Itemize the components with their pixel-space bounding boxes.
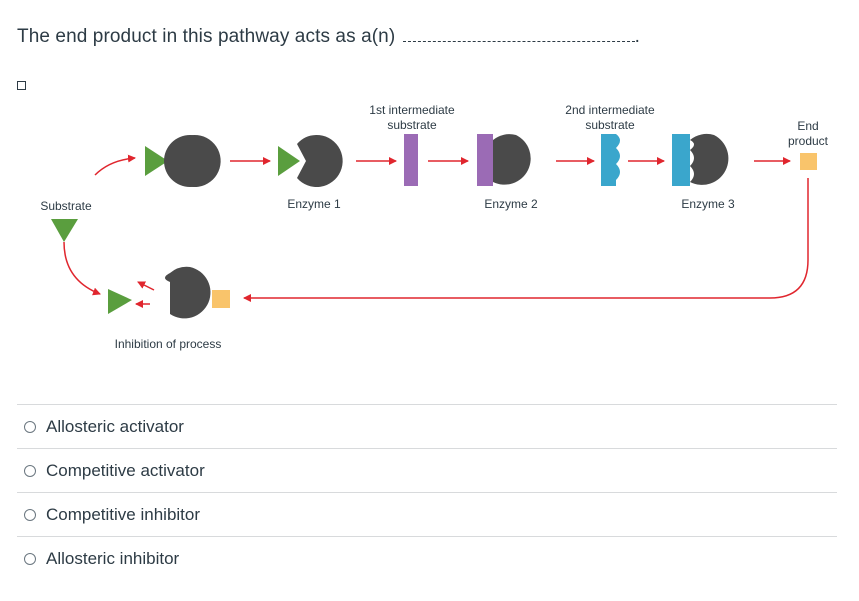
radio-button[interactable] <box>24 552 36 565</box>
substrate-label: Substrate <box>40 199 92 213</box>
intermediate1-label-line1: 1st intermediate <box>369 103 455 117</box>
flag-checkbox[interactable] <box>17 81 26 90</box>
end-product-label-line2: product <box>788 134 829 148</box>
question-prompt: The end product in this pathway acts as … <box>17 26 396 47</box>
pathway-diagram: Substrate Enzyme 1 Enzyme 2 Enzyme 3 1st… <box>40 103 829 351</box>
end-product-bound <box>212 290 230 308</box>
intermediate1-rect <box>404 134 418 186</box>
enzyme2 <box>493 134 531 185</box>
answer-label: Allosteric activator <box>46 416 184 436</box>
rejection-arrow-1 <box>137 281 155 291</box>
enzyme3-label: Enzyme 3 <box>681 197 735 211</box>
enzyme2-label: Enzyme 2 <box>484 197 538 211</box>
intermediate1-bound <box>477 134 493 186</box>
intermediate2-bound <box>672 134 690 186</box>
answer-list: Allosteric activator Competitive activat… <box>17 404 837 580</box>
end-product-square <box>800 153 817 170</box>
intermediate2-label-line1: 2nd intermediate <box>565 103 655 117</box>
question-period: . <box>634 26 641 47</box>
enzyme3 <box>690 133 729 185</box>
arrow-substrate-to-enzyme <box>94 154 136 176</box>
end-product-label-line1: End <box>797 119 818 133</box>
enzyme1 <box>297 134 343 187</box>
intermediate1-label-line2: substrate <box>387 118 437 132</box>
inhibited-enzyme <box>165 266 211 319</box>
answer-label: Competitive inhibitor <box>46 504 201 524</box>
inhibition-label: Inhibition of process <box>115 337 222 351</box>
radio-button[interactable] <box>24 420 36 433</box>
feedback-arrow <box>243 178 809 302</box>
enzyme-unbound-body <box>175 134 221 187</box>
answer-label: Competitive activator <box>46 460 205 480</box>
answer-label: Allosteric inhibitor <box>46 548 180 568</box>
enzyme1-label: Enzyme 1 <box>287 197 341 211</box>
answer-option[interactable]: Competitive activator <box>17 448 837 492</box>
answer-option[interactable]: Allosteric activator <box>17 404 837 448</box>
answer-option[interactable]: Competitive inhibitor <box>17 492 837 536</box>
substrate-rejected <box>108 289 132 314</box>
radio-button[interactable] <box>24 464 36 477</box>
substrate-bound <box>278 146 300 176</box>
intermediate2-label-line2: substrate <box>585 118 635 132</box>
intermediate2-shape <box>601 134 620 186</box>
answer-option[interactable]: Allosteric inhibitor <box>17 536 837 580</box>
substrate-start-triangle <box>51 219 78 242</box>
substrate-down-arrow <box>63 241 101 296</box>
substrate-triangle <box>145 146 168 176</box>
answer-blank <box>402 27 635 42</box>
radio-button[interactable] <box>24 508 36 521</box>
question-text: The end product in this pathway acts as … <box>17 26 640 48</box>
